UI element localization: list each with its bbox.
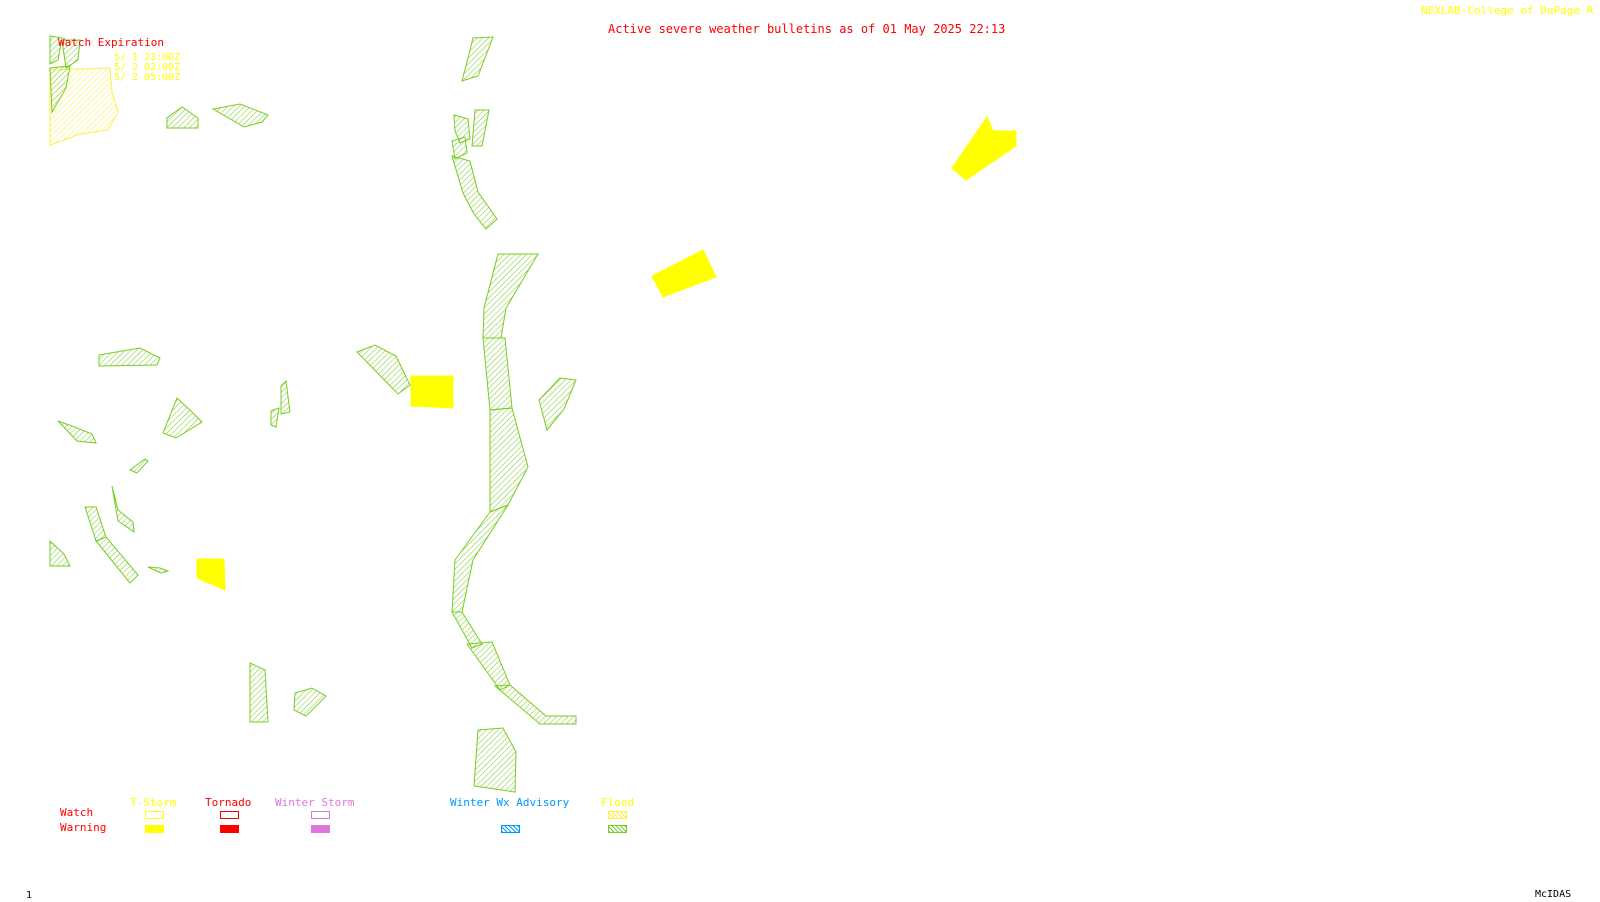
- legend-row-warning-label: Warning: [60, 821, 107, 834]
- legend-flood-watch-swatch: [608, 811, 627, 819]
- legend-row-watch-label: Watch: [60, 806, 94, 819]
- flood-warning-polygons: [49, 36, 577, 793]
- legend-winter-wx-advisory-warning-swatch: [501, 825, 520, 833]
- credit-label: NEXLAB-College of DuPage R: [1421, 4, 1594, 17]
- tstorm-warning-polygons: [196, 115, 1017, 591]
- legend-winter-storm-label: Winter Storm: [275, 796, 355, 809]
- legend-winter-storm-watch-swatch: [311, 811, 330, 819]
- software-label: McIDAS: [1535, 889, 1572, 900]
- frame-number: 1: [26, 890, 33, 901]
- legend-flood-label: Flood: [601, 796, 635, 809]
- watch-expiration-time: 5/ 2 02:00Z: [114, 62, 181, 73]
- legend-tstorm-label: T-Storm: [130, 796, 177, 809]
- legend-flood-warning-swatch: [608, 825, 627, 833]
- watch-expiration-time: 5/ 2 05:00Z: [114, 72, 181, 83]
- watch-expiration-label: Watch Expiration: [58, 36, 164, 49]
- legend-tstorm-watch-swatch: [145, 811, 164, 819]
- legend-winter-storm-warning-swatch: [311, 825, 330, 833]
- legend-tornado-watch-swatch: [220, 811, 239, 819]
- flood-watch-area-northwest: [49, 35, 119, 146]
- bulletin-title: Active severe weather bulletins as of 01…: [608, 22, 1006, 36]
- legend-tstorm-warning-swatch: [145, 825, 164, 833]
- watch-expiration-time: 5/ 1 23:00Z: [114, 52, 181, 63]
- legend-tornado-label: Tornado: [205, 796, 252, 809]
- legend-tornado-warning-swatch: [220, 825, 239, 833]
- legend-winter-wx-advisory-label: Winter Wx Advisory: [450, 796, 570, 809]
